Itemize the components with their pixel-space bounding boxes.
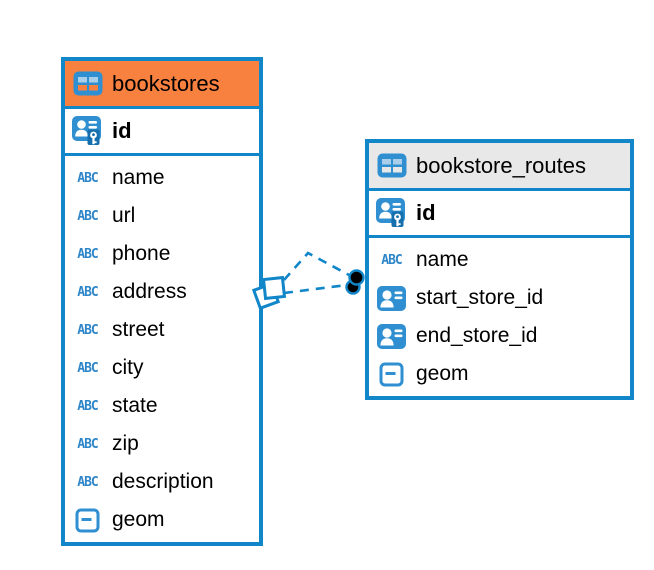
column-row-street[interactable]: ABC street — [65, 311, 259, 349]
table-bookstore-routes[interactable]: bookstore_routes id ABC name start_store_… — [365, 139, 634, 400]
text-icon: ABC — [77, 474, 99, 490]
column-name: description — [112, 470, 214, 493]
column-name: zip — [112, 432, 139, 455]
column-row-url[interactable]: ABC url — [65, 197, 259, 235]
table-title: bookstore_routes — [416, 152, 586, 178]
column-row-description[interactable]: ABC description — [65, 463, 259, 501]
text-icon: ABC — [77, 170, 99, 186]
column-name: id — [112, 118, 132, 143]
table-icon — [72, 71, 103, 96]
column-name: start_store_id — [416, 286, 544, 309]
column-name: url — [112, 204, 136, 227]
relation-line-start-store[interactable] — [283, 251, 350, 281]
relation-line-end-store[interactable] — [283, 283, 348, 295]
text-icon: ABC — [77, 398, 99, 414]
column-name: geom — [416, 362, 469, 385]
text-icon: ABC — [77, 360, 99, 376]
column-name: name — [112, 166, 165, 189]
column-name: city — [112, 356, 144, 379]
column-row-geom[interactable]: geom — [369, 355, 630, 393]
column-name: address — [112, 280, 187, 303]
text-icon: ABC — [77, 284, 99, 300]
columns-section: ABC name start_store_id end_store_id geom — [369, 238, 630, 396]
column-row-name[interactable]: ABC name — [369, 241, 630, 279]
text-icon: ABC — [77, 246, 99, 262]
column-row-id[interactable]: id — [65, 109, 259, 153]
table-header[interactable]: bookstores — [65, 61, 259, 109]
foreign-key-icon — [376, 285, 407, 311]
column-row-start_store_id[interactable]: start_store_id — [369, 279, 630, 317]
primary-key-section: id — [369, 191, 630, 238]
relation-one-marker — [345, 269, 365, 295]
primary-key-icon — [72, 116, 103, 146]
primary-key-section: id — [65, 109, 259, 156]
table-icon — [376, 153, 407, 178]
table-title: bookstores — [112, 70, 220, 96]
text-icon: ABC — [381, 252, 403, 268]
foreign-key-icon — [376, 323, 407, 349]
column-row-id[interactable]: id — [369, 191, 630, 235]
column-row-geom[interactable]: geom — [65, 501, 259, 539]
text-icon: ABC — [77, 208, 99, 224]
column-row-end_store_id[interactable]: end_store_id — [369, 317, 630, 355]
column-row-phone[interactable]: ABC phone — [65, 235, 259, 273]
table-header[interactable]: bookstore_routes — [369, 143, 630, 191]
geometry-icon — [72, 508, 103, 533]
primary-key-icon — [376, 198, 407, 228]
text-icon: ABC — [77, 322, 99, 338]
column-name: id — [416, 200, 436, 225]
column-name: geom — [112, 508, 165, 531]
column-row-state[interactable]: ABC state — [65, 387, 259, 425]
column-name: state — [112, 394, 158, 417]
column-name: end_store_id — [416, 324, 538, 347]
column-row-city[interactable]: ABC city — [65, 349, 259, 387]
column-row-zip[interactable]: ABC zip — [65, 425, 259, 463]
column-name: phone — [112, 242, 171, 265]
column-row-name[interactable]: ABC name — [65, 159, 259, 197]
geometry-icon — [376, 362, 407, 387]
column-name: name — [416, 248, 469, 271]
column-name: street — [112, 318, 165, 341]
text-icon: ABC — [77, 436, 99, 452]
column-row-address[interactable]: ABC address — [65, 273, 259, 311]
